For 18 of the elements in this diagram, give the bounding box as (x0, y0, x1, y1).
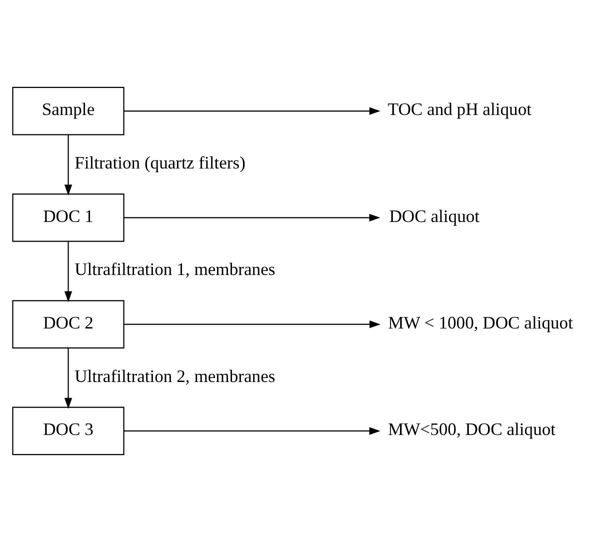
arrow (124, 213, 380, 222)
arrow (64, 240, 72, 302)
arrow (124, 320, 380, 328)
arrow (124, 106, 380, 114)
node-box: DOC 2 (12, 300, 124, 348)
node-box: Sample (12, 86, 124, 135)
node-text: MW<500, DOC aliquot (388, 418, 556, 439)
node-box: DOC 3 (12, 406, 124, 455)
node-text: DOC aliquot (389, 205, 480, 226)
arrow (64, 134, 72, 196)
edge-label: Ultrafiltration 1, membranes (74, 258, 276, 279)
node-text: TOC and pH aliquot (388, 98, 532, 119)
edge-label: Filtration (quartz filters) (74, 152, 246, 172)
arrow (124, 426, 380, 434)
node-text: MW < 1000, DOC aliquot (388, 312, 573, 332)
arrow (64, 348, 72, 408)
node-box: DOC 1 (12, 192, 124, 242)
edge-label: Ultrafiltration 2, membranes (74, 365, 276, 386)
